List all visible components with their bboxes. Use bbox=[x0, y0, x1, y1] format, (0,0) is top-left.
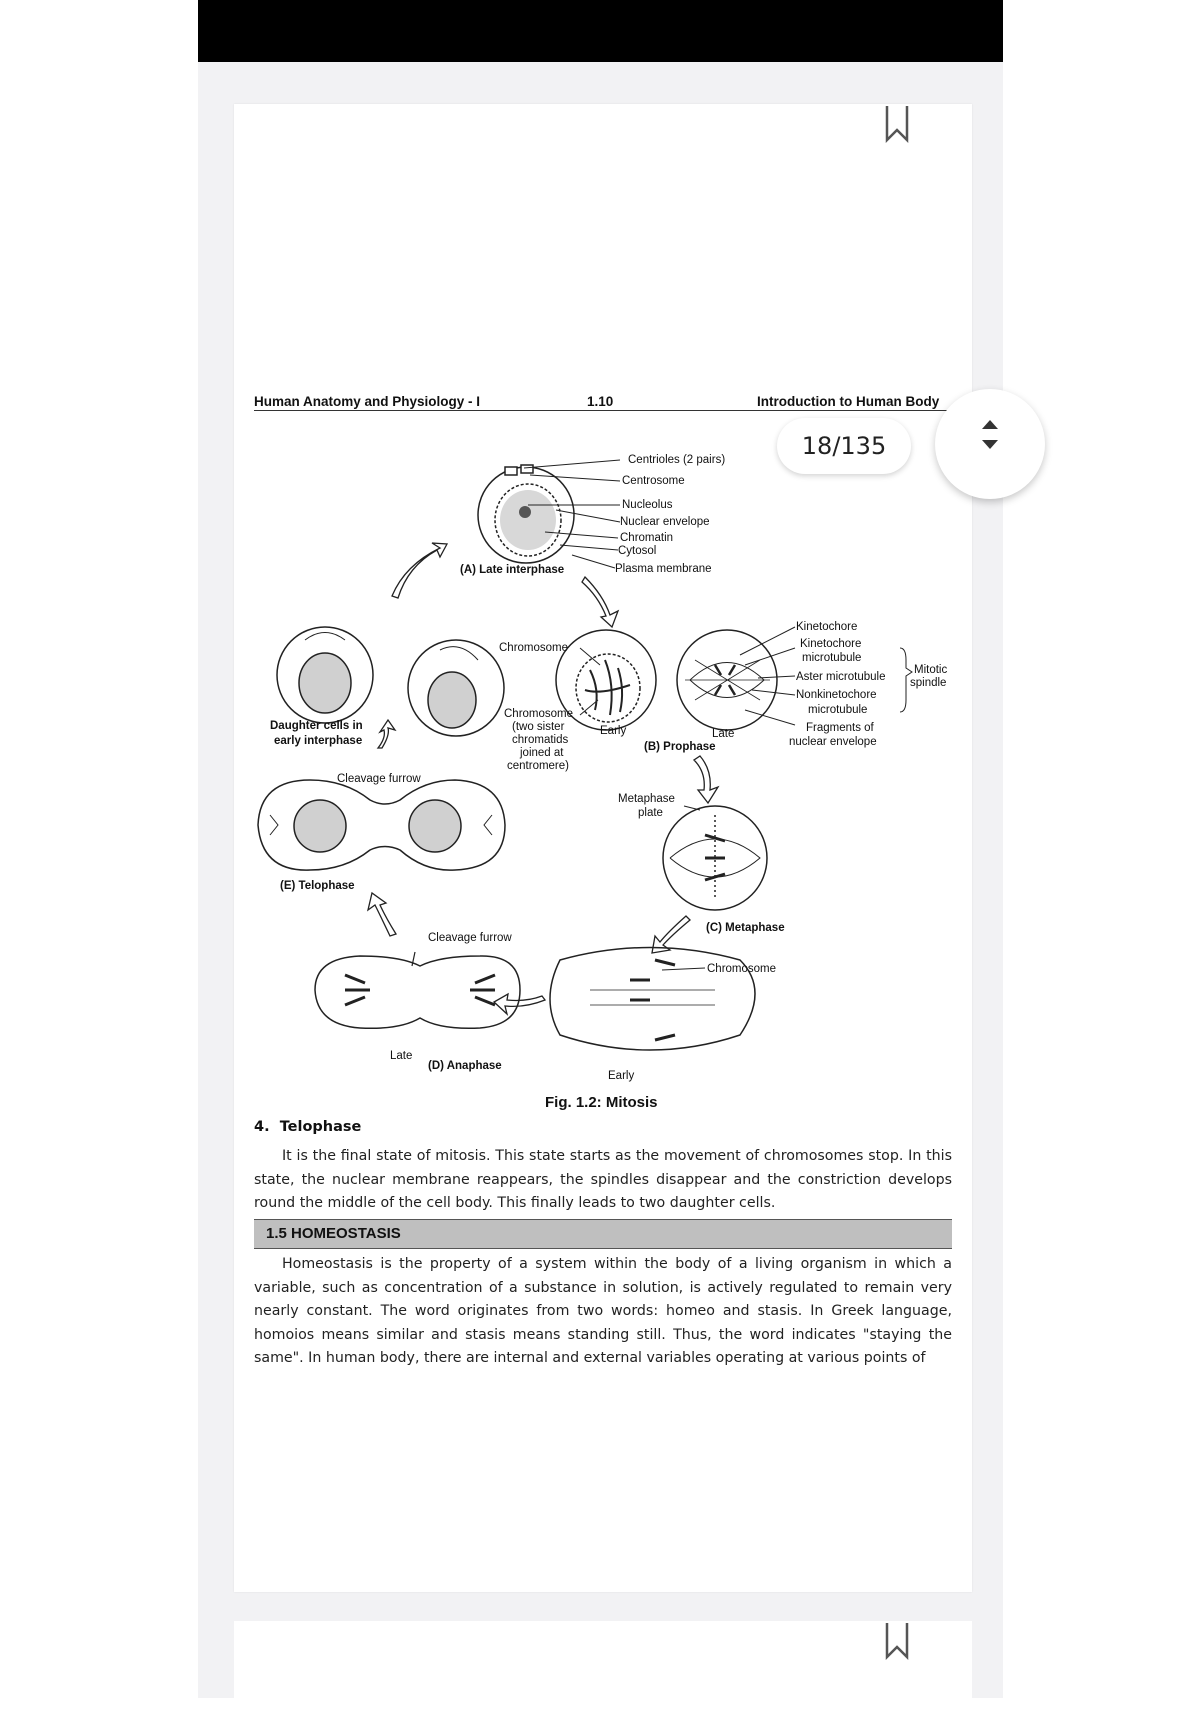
figure-caption: Fig. 1.2: Mitosis bbox=[545, 1094, 658, 1111]
telophase-paragraph: It is the final state of mitosis. This s… bbox=[254, 1145, 952, 1216]
metaphase-cell bbox=[663, 806, 767, 910]
label-kinetochore-microtubule-1: Kinetochore bbox=[800, 638, 861, 651]
label-late-prophase: Late bbox=[712, 728, 734, 741]
label-mitotic-spindle-1: Mitotic bbox=[914, 664, 947, 677]
telophase-cell bbox=[258, 780, 505, 870]
label-cleavage-furrow-d: Cleavage furrow bbox=[428, 932, 512, 945]
label-nuclear-envelope: Nuclear envelope bbox=[620, 516, 710, 529]
label-daughter-cells-1: Daughter cells in bbox=[270, 720, 363, 733]
label-nonkinetochore-2: microtubule bbox=[808, 704, 867, 717]
label-aster-microtubule: Aster microtubule bbox=[796, 671, 885, 684]
label-telophase: (E) Telophase bbox=[280, 880, 355, 893]
label-metaphase: (C) Metaphase bbox=[706, 922, 785, 935]
label-daughter-cells-2: early interphase bbox=[274, 735, 362, 748]
section-title: 1.5 HOMEOSTASIS bbox=[266, 1225, 401, 1242]
label-plasma-membrane: Plasma membrane bbox=[615, 563, 712, 576]
page-indicator: 18/135 bbox=[777, 418, 911, 474]
telophase-heading: 4. Telophase bbox=[254, 1119, 361, 1135]
daughter-cell-2 bbox=[408, 640, 504, 736]
fast-scroll-handle[interactable] bbox=[935, 389, 1045, 499]
label-chromosome-b: Chromosome bbox=[499, 642, 568, 655]
label-metaphase-plate-2: plate bbox=[638, 807, 663, 820]
label-late-interphase: (A) Late interphase bbox=[460, 564, 564, 577]
daughter-cell-1 bbox=[277, 627, 373, 723]
label-kinetochore-microtubule-2: microtubule bbox=[802, 652, 861, 665]
label-centrioles: Centrioles (2 pairs) bbox=[628, 454, 725, 467]
label-nonkinetochore-1: Nonkinetochore bbox=[796, 689, 877, 702]
label-chromosome-desc-3: chromatids bbox=[512, 734, 568, 747]
label-anaphase: (D) Anaphase bbox=[428, 1060, 502, 1073]
label-prophase: (B) Prophase bbox=[644, 741, 716, 754]
late-interphase-cell bbox=[478, 465, 574, 563]
label-chromatin: Chromatin bbox=[620, 532, 673, 545]
label-fragments-2: nuclear envelope bbox=[789, 736, 877, 749]
section-header-bar: 1.5 HOMEOSTASIS bbox=[254, 1219, 952, 1249]
label-fragments-1: Fragments of bbox=[806, 722, 874, 735]
label-mitotic-spindle-2: spindle bbox=[910, 677, 946, 690]
label-kinetochore: Kinetochore bbox=[796, 621, 857, 634]
label-metaphase-plate-1: Metaphase bbox=[618, 793, 675, 806]
homeostasis-paragraph: Homeostasis is the property of a system … bbox=[254, 1253, 952, 1371]
label-chromosome-desc-2: (two sister bbox=[512, 721, 564, 734]
label-chromosome-c: Chromosome bbox=[707, 963, 776, 976]
label-early-prophase: Early bbox=[600, 725, 626, 738]
label-chromosome-desc-5: centromere) bbox=[507, 760, 569, 773]
label-chromosome-desc-4: joined at bbox=[520, 747, 563, 760]
label-cleavage-furrow-e: Cleavage furrow bbox=[337, 773, 421, 786]
label-chromosome-desc-1: Chromosome bbox=[504, 708, 573, 721]
label-centrosome: Centrosome bbox=[622, 475, 685, 488]
label-cytosol: Cytosol bbox=[618, 545, 656, 558]
label-early-anaphase: Early bbox=[608, 1070, 634, 1083]
anaphase-late-cell bbox=[315, 952, 520, 1028]
label-late-anaphase: Late bbox=[390, 1050, 412, 1063]
label-nucleolus: Nucleolus bbox=[622, 499, 673, 512]
scroll-up-down-icon bbox=[935, 389, 1045, 499]
